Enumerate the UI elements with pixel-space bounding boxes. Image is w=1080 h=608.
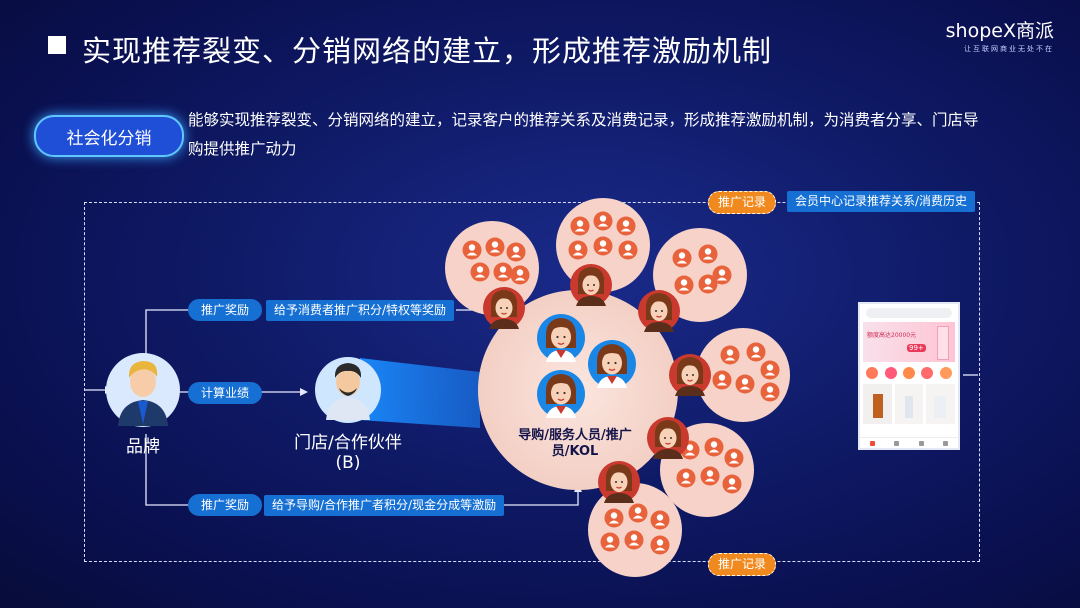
feature-pill-label: 社会化分销	[66, 128, 152, 149]
center-label-line2: 员/KOL	[551, 444, 599, 459]
promoter-avatar	[637, 289, 681, 333]
promotion-reward-tag-bottom: 推广奖励	[188, 494, 262, 516]
phone-banner: 额度高达20000元 99+	[863, 322, 955, 362]
phone-banner-text: 额度高达20000元	[867, 332, 917, 339]
customer-bubble-right	[696, 328, 790, 422]
phone-product-bottle	[873, 394, 883, 418]
promotion-reward-desc-bottom: 给予导购/合作推广者积分/现金分成等激励	[264, 495, 505, 516]
phone-product-bottle	[934, 396, 947, 418]
brand-avatar	[106, 353, 180, 427]
brand-label: 品牌	[126, 437, 160, 457]
phone-category-icon	[939, 367, 952, 379]
phone-tab-icon	[918, 440, 924, 446]
phone-tab-bar	[860, 437, 958, 448]
promoter-avatar	[482, 286, 526, 330]
feature-pill: 社会化分销	[34, 115, 184, 157]
phone-category-icon	[866, 367, 879, 379]
agent-avatar	[536, 313, 586, 363]
phone-search-bar	[866, 308, 952, 318]
promotion-record-tag-top: 推广记录	[708, 191, 777, 214]
page-title: 实现推荐裂变、分销网络的建立，形成推荐激励机制	[82, 34, 773, 68]
performance-tag: 计算业绩	[188, 382, 262, 404]
customer-bubble-top-right	[653, 228, 747, 322]
mobile-shop-screenshot: 额度高达20000元 99+	[858, 302, 960, 450]
store-label: 门店/合作伙伴 (B)	[278, 428, 418, 473]
logo-text: shopeX商派	[945, 20, 1054, 42]
promoter-avatar	[597, 460, 641, 504]
center-label-line1: 导购/服务人员/推广	[518, 428, 632, 443]
logo-slogan: 让互联网商业无处不在	[964, 45, 1054, 53]
distribution-boundary	[84, 202, 980, 562]
phone-product-tile	[894, 384, 924, 424]
promotion-reward-tag-top: 推广奖励	[188, 299, 262, 321]
title-bullet	[48, 36, 66, 54]
phone-category-icon	[921, 367, 934, 379]
phone-product-tile	[863, 384, 892, 424]
brand-logo: shopeX商派 让互联网商业无处不在	[946, 16, 1054, 54]
member-center-tag: 会员中心记录推荐关系/消费历史	[787, 191, 976, 212]
promoter-avatar	[569, 263, 613, 307]
agent-avatar	[587, 339, 637, 389]
promotion-record-tag-bottom: 推广记录	[708, 553, 777, 576]
customer-bubble-bottom	[588, 483, 682, 577]
phone-tab-icon	[943, 440, 949, 446]
phone-product-bottle	[904, 396, 913, 418]
phone-category-row	[863, 367, 955, 379]
store-label-line1: 门店/合作伙伴	[294, 433, 402, 453]
feature-description: 能够实现推荐裂变、分销网络的建立，记录客户的推荐关系及消费记录，形成推荐激励机制…	[188, 111, 979, 158]
phone-product-image	[937, 326, 949, 360]
promotion-beam	[360, 358, 480, 428]
promoter-avatar	[668, 353, 712, 397]
store-label-line2: (B)	[335, 453, 361, 473]
phone-banner-badge: 99+	[907, 344, 926, 352]
phone-tab-icon	[894, 440, 900, 446]
phone-tab-icon	[869, 440, 875, 446]
store-avatar	[315, 357, 381, 423]
phone-product-grid	[863, 384, 956, 424]
agent-avatar	[536, 369, 586, 419]
phone-product-tile	[926, 384, 956, 424]
phone-category-icon	[884, 367, 897, 379]
phone-category-icon	[902, 367, 915, 379]
center-label: 导购/服务人员/推广 员/KOL	[490, 428, 660, 460]
promotion-reward-desc-top: 给予消费者推广积分/特权等奖励	[266, 300, 455, 321]
